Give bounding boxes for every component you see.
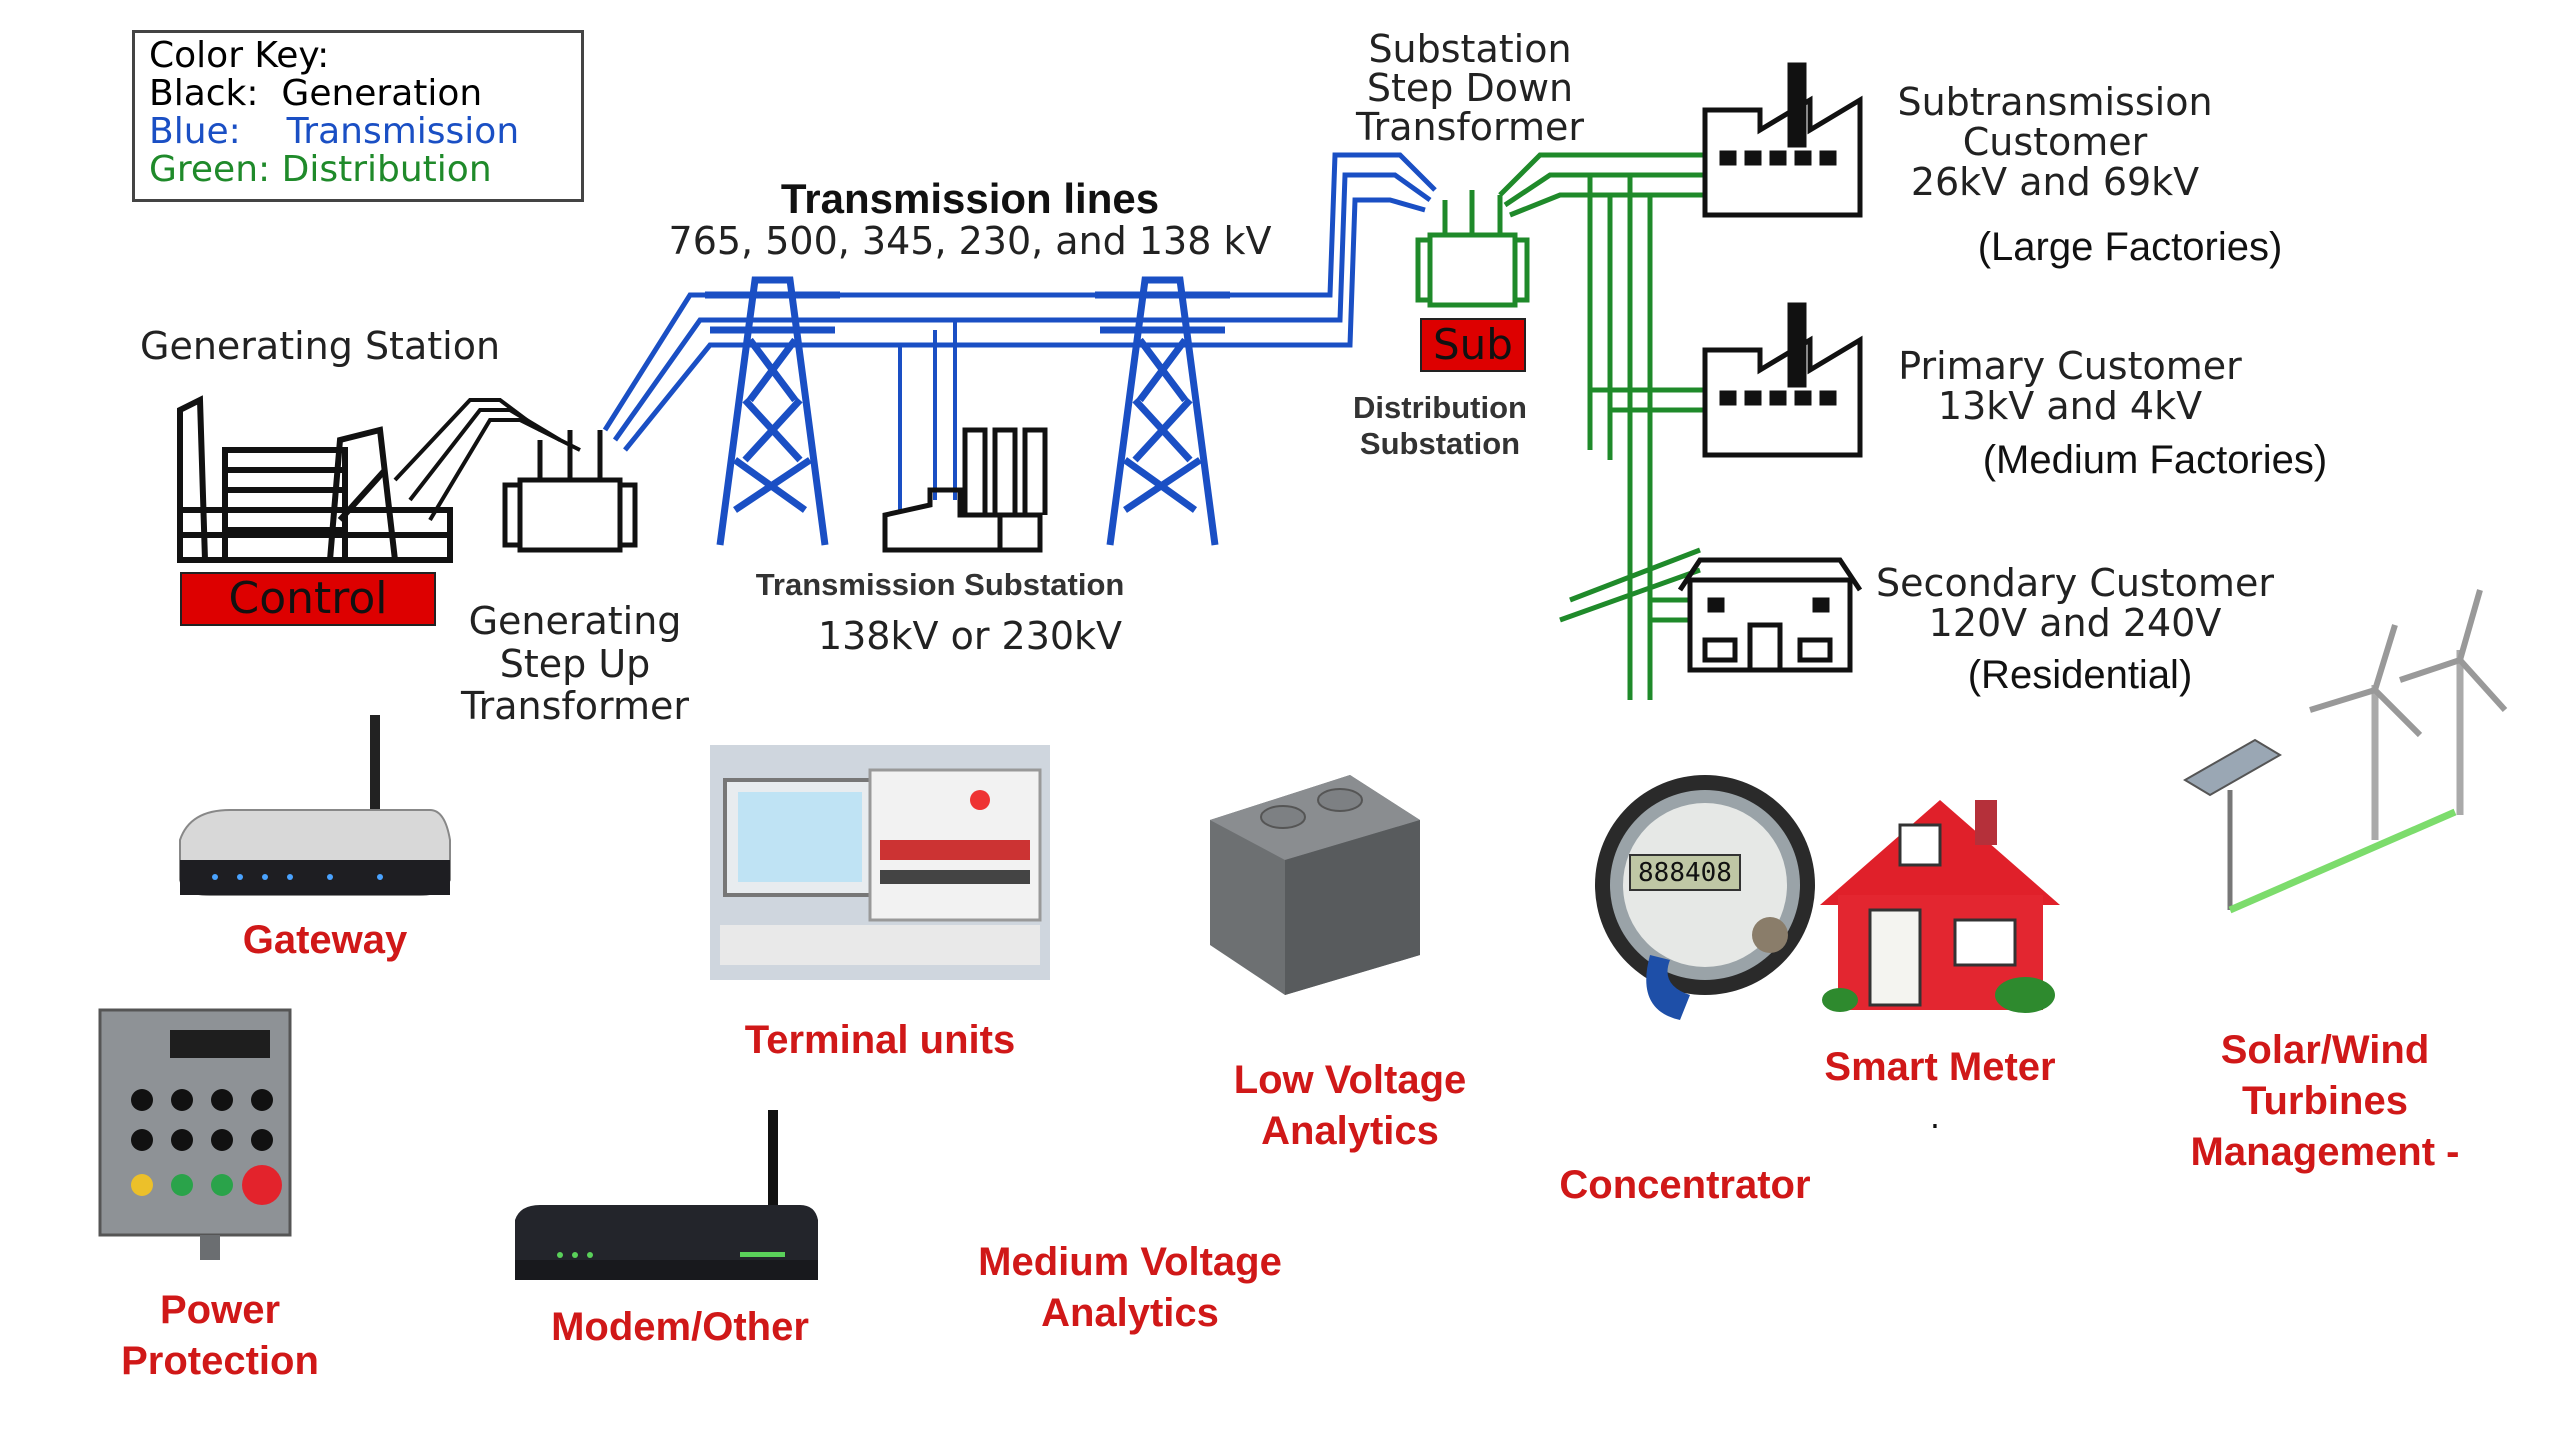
modem-other-label: Modem/Other <box>551 1305 809 1349</box>
generation-lines <box>393 398 581 522</box>
step-up-line-1: Generating <box>468 599 682 643</box>
generating-station-icon <box>177 395 453 563</box>
power-protection-line-2: Protection <box>121 1339 319 1383</box>
solar-wind-line-2: Turbines <box>2242 1079 2408 1123</box>
primary-line-1: Primary Customer <box>1898 344 2242 388</box>
sub-box: Sub <box>1420 318 1526 372</box>
transmission-tower-icon <box>1095 276 1230 546</box>
modem-icon <box>515 1110 818 1280</box>
subtransmission-customer-label: Subtransmission Customer 26kV and 69kV <box>1880 82 2230 202</box>
secondary-line-2: 120V and 240V <box>1928 601 2222 645</box>
step-down-transformer-icon <box>1415 190 1530 308</box>
color-key-blue-value: Transmission <box>286 111 520 152</box>
step-up-transformer-icon <box>502 430 638 553</box>
step-down-line-3: Transformer <box>1355 105 1585 149</box>
terminal-units-icon <box>710 745 1050 980</box>
step-up-line-2: Step Up <box>499 641 651 686</box>
transmission-lines-voltages: 765, 500, 345, 230, and 138 kV <box>668 219 1272 263</box>
control-box: Control <box>180 572 436 626</box>
solar-wind-label: Solar/Wind Turbines Management - <box>2140 1025 2510 1178</box>
color-key-transmission: Blue: Transmission <box>149 113 567 151</box>
color-key-generation: Black: Generation <box>149 75 567 113</box>
color-key-green-label: Green: <box>149 149 271 190</box>
secondary-line-1: Secondary Customer <box>1876 561 2274 605</box>
subtransmission-line-3: 26kV and 69kV <box>1910 160 2200 204</box>
smart-meter-label: Smart Meter <box>1824 1045 2056 1089</box>
power-protection-panel-icon <box>98 1008 292 1260</box>
step-down-line-2: Step Down <box>1366 66 1574 110</box>
color-key: Color Key: Black: Generation Blue: Trans… <box>132 30 584 202</box>
transmission-lines-title: Transmission lines <box>780 175 1160 222</box>
power-protection-label: Power Protection <box>70 1285 370 1387</box>
step-up-line-3: Transformer <box>460 684 690 729</box>
transmission-drop-lines <box>898 320 957 510</box>
residential-house-icon <box>1677 557 1863 673</box>
terminal-units-label: Terminal units <box>744 1018 1016 1062</box>
residential-label: (Residential) <box>1967 653 2193 697</box>
generating-station-label: Generating Station <box>140 324 501 368</box>
large-factories-label: (Large Factories) <box>1977 225 2283 269</box>
solar-wind-line-1: Solar/Wind <box>2220 1028 2430 1072</box>
gateway-router-icon <box>179 715 451 896</box>
color-key-distribution: Green: Distribution <box>149 151 567 189</box>
house-icon <box>1820 800 2060 1013</box>
power-protection-line-1: Power <box>159 1288 281 1332</box>
medium-factory-icon <box>1702 302 1863 458</box>
transmission-substation-icon <box>882 427 1048 553</box>
low-voltage-line-1: Low Voltage <box>1233 1058 1467 1102</box>
low-voltage-line-2: Analytics <box>1261 1109 1439 1153</box>
medium-voltage-line-2: Analytics <box>1041 1291 1219 1335</box>
transmission-lines <box>602 152 1437 452</box>
gateway-label: Gateway <box>242 918 408 962</box>
low-voltage-box-icon <box>1210 775 1420 995</box>
solar-wind-icon <box>2183 589 2508 914</box>
dot-label: . <box>1929 1098 1941 1136</box>
transmission-substation-label: Transmission Substation <box>755 567 1125 602</box>
transmission-tower-icon <box>705 276 840 546</box>
subtransmission-line-1: Subtransmission <box>1897 80 2213 124</box>
color-key-black-label: Black: <box>149 73 259 114</box>
low-voltage-analytics-label: Low Voltage Analytics <box>1180 1055 1520 1157</box>
primary-line-2: 13kV and 4kV <box>1937 384 2203 428</box>
color-key-title: Color Key: <box>149 35 330 76</box>
color-key-green-value: Distribution <box>281 149 492 190</box>
distribution-lines <box>1498 152 1705 700</box>
medium-voltage-line-1: Medium Voltage <box>978 1240 1282 1284</box>
distribution-substation-line-1: Distribution <box>1353 390 1527 425</box>
primary-customer-label: Primary Customer 13kV and 4kV <box>1880 346 2260 426</box>
distribution-substation-line-2: Substation <box>1359 426 1521 461</box>
solar-wind-line-3: Management - <box>2190 1130 2460 1174</box>
meter-display: 888408 <box>1638 858 1732 888</box>
large-factory-icon <box>1702 62 1863 218</box>
step-up-transformer-label: Generating Step Up Transformer <box>455 600 695 728</box>
smart-meter-icon: 888408 <box>1595 775 1815 1020</box>
transmission-substation-voltage: 138kV or 230kV <box>817 614 1123 658</box>
color-key-blue-label: Blue: <box>149 111 241 152</box>
distribution-substation-label: Distribution Substation <box>1330 390 1550 462</box>
concentrator-label: Concentrator <box>1559 1163 1811 1207</box>
step-down-line-1: Substation <box>1368 27 1572 71</box>
medium-factories-label: (Medium Factories) <box>1982 438 2328 482</box>
step-down-transformer-label: Substation Step Down Transformer <box>1340 30 1600 147</box>
color-key-black-value: Generation <box>281 73 483 114</box>
medium-voltage-analytics-label: Medium Voltage Analytics <box>950 1237 1310 1339</box>
secondary-customer-label: Secondary Customer 120V and 240V <box>1870 563 2280 643</box>
subtransmission-line-2: Customer <box>1962 120 2148 164</box>
